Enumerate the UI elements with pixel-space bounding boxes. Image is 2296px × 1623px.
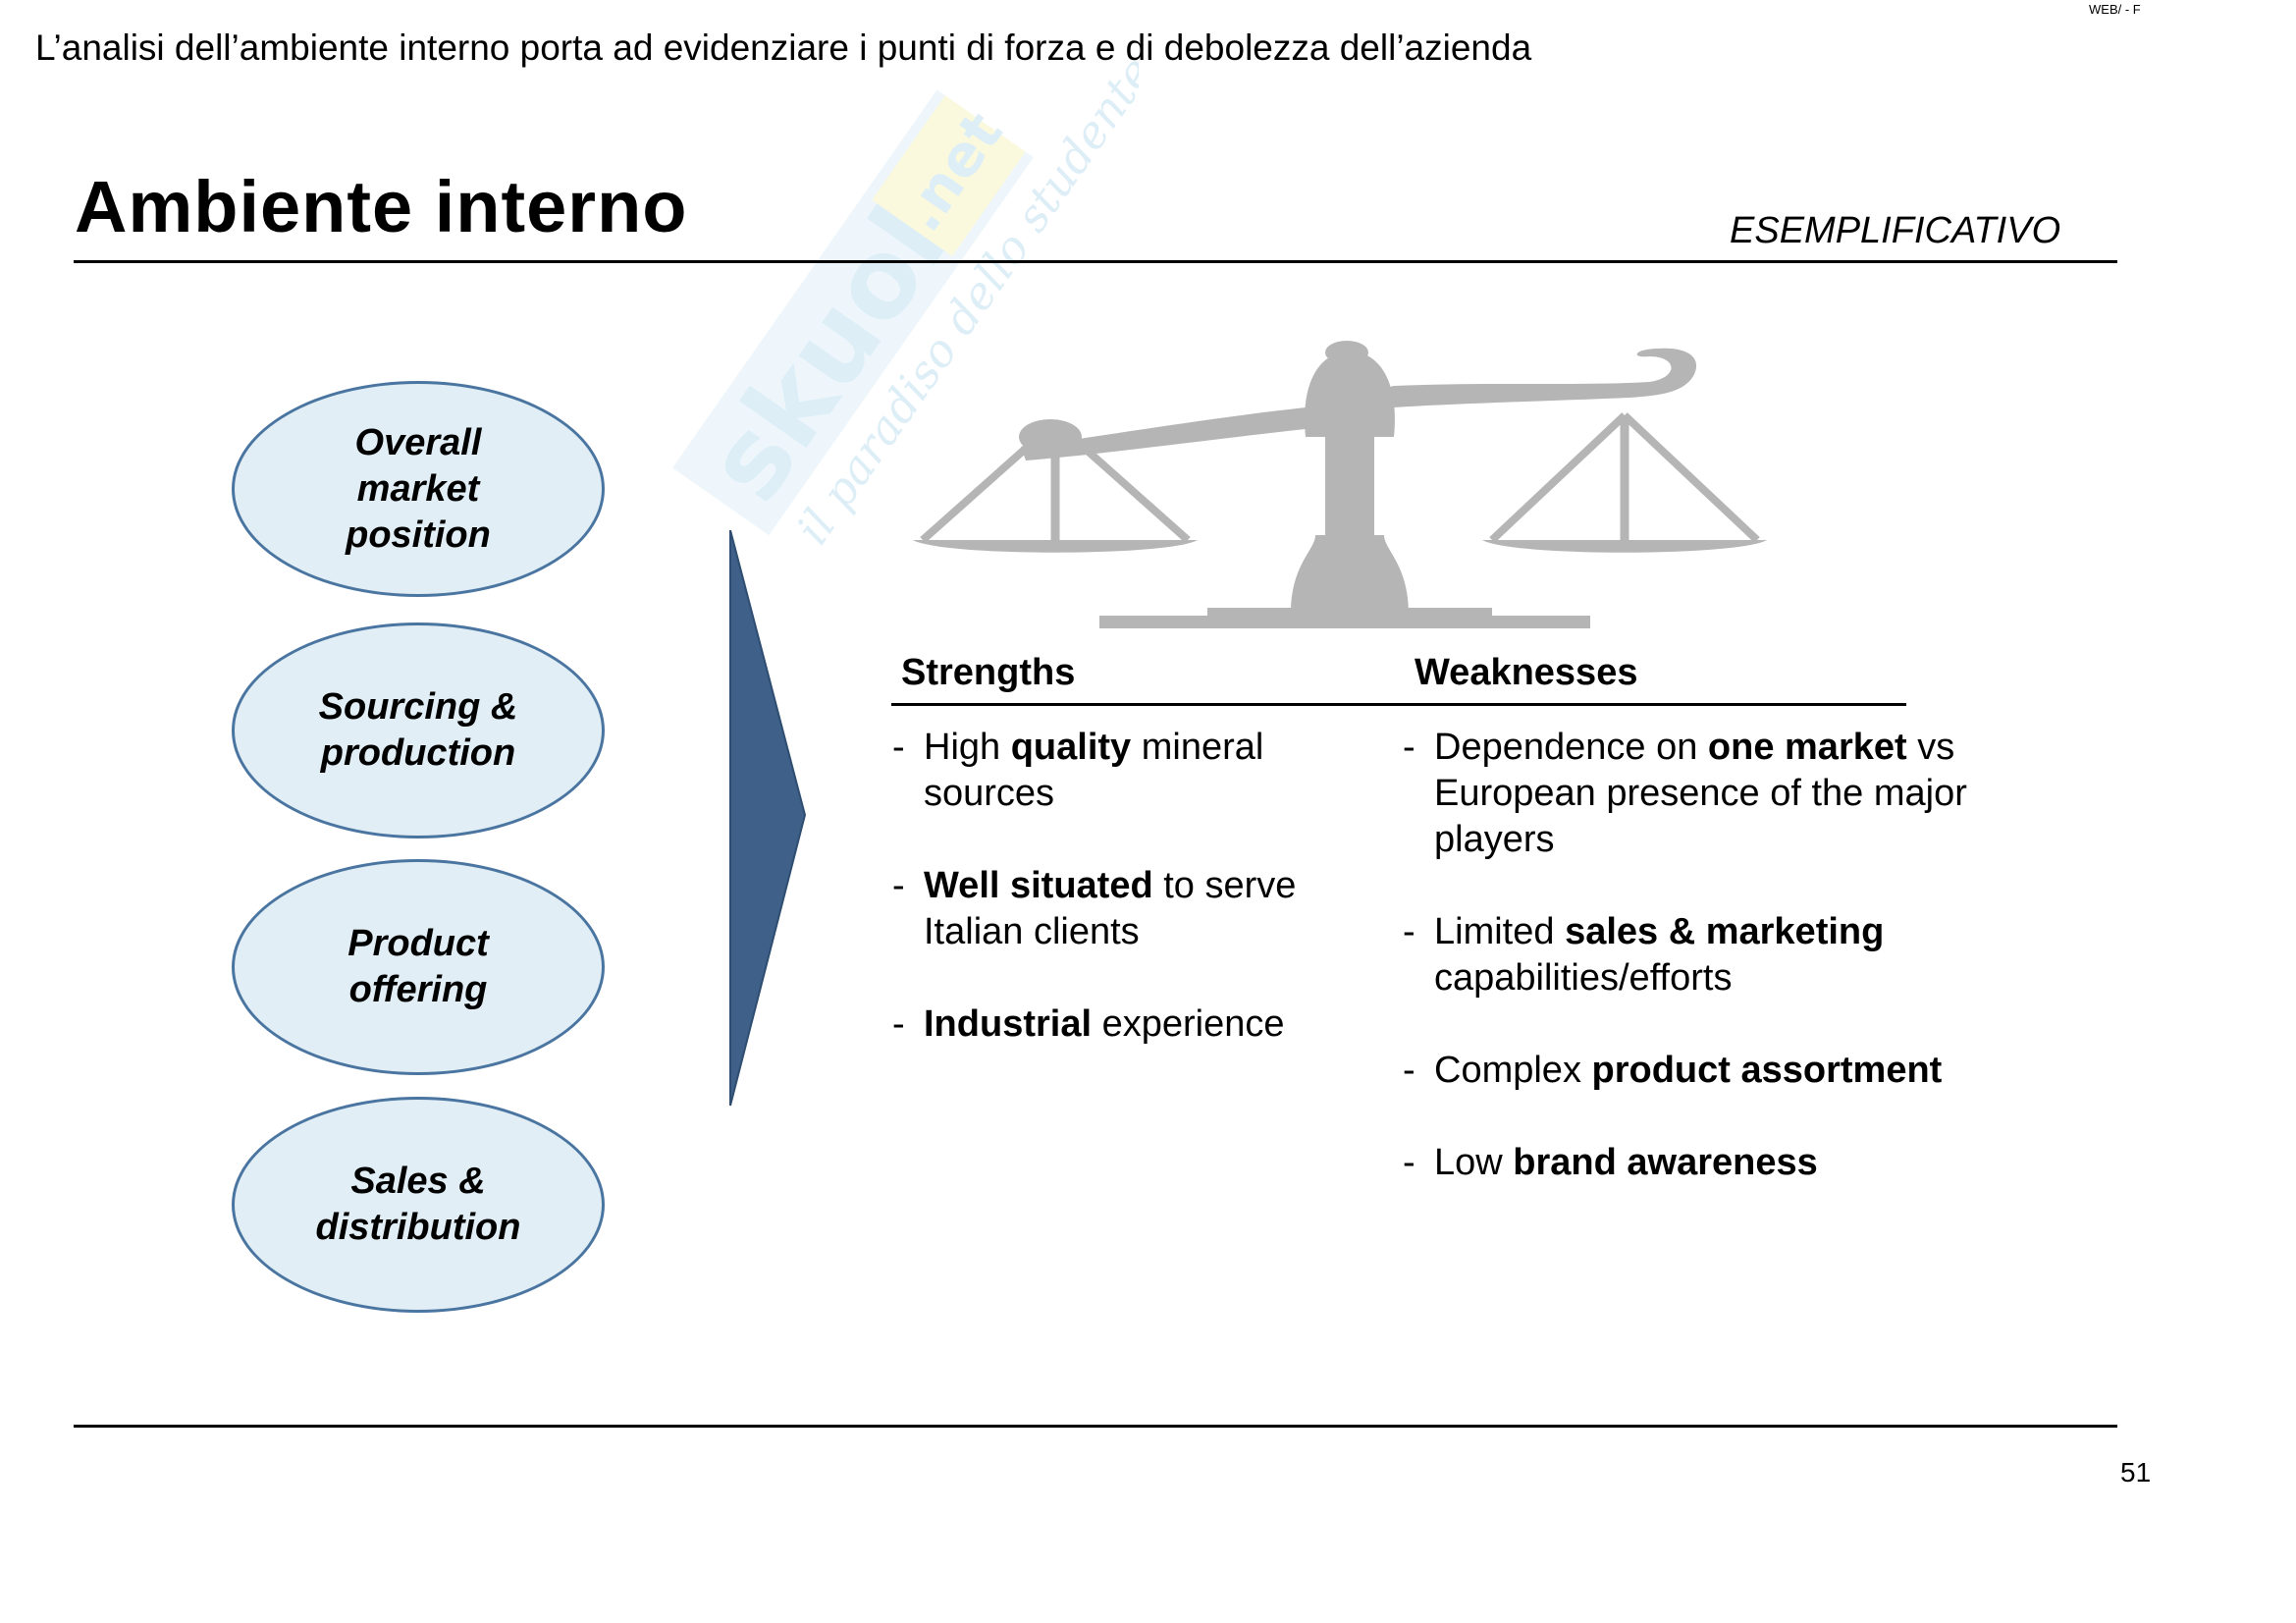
item-text: High bbox=[924, 727, 1011, 768]
slide-title: Ambiente interno bbox=[75, 165, 687, 248]
factor-label: Product offering bbox=[347, 921, 489, 1013]
top-divider bbox=[74, 260, 2117, 263]
factor-label: Sales & distribution bbox=[316, 1159, 521, 1251]
header-underline bbox=[891, 703, 1906, 706]
item-emphasis: sales & marketing bbox=[1565, 911, 1884, 952]
weakness-item: Dependence on one market vs European pre… bbox=[1403, 725, 2011, 863]
strength-item: Well situated to serve Italian clients bbox=[892, 863, 1354, 955]
item-emphasis: Industrial bbox=[924, 1003, 1092, 1045]
weakness-item: Limited sales & marketing capabilities/e… bbox=[1403, 909, 2011, 1001]
page-number: 51 bbox=[2120, 1457, 2151, 1488]
factor-product-offering: Product offering bbox=[232, 859, 605, 1075]
factor-label: Sourcing & production bbox=[319, 684, 518, 777]
item-emphasis: one market bbox=[1708, 727, 1907, 768]
factor-sourcing-production: Sourcing & production bbox=[232, 622, 605, 839]
item-text: Low bbox=[1434, 1142, 1513, 1183]
item-emphasis: Well situated bbox=[924, 865, 1153, 906]
weaknesses-list: Dependence on one market vs European pre… bbox=[1403, 725, 2011, 1232]
slide-tag: ESEMPLIFICATIVO bbox=[1730, 210, 2060, 252]
item-text: experience bbox=[1092, 1003, 1284, 1045]
corner-code: WEB/ - F bbox=[2089, 2, 2141, 17]
weakness-item: Complex product assortment bbox=[1403, 1048, 2011, 1094]
item-emphasis: product assortment bbox=[1592, 1050, 1943, 1091]
strength-item: High quality mineral sources bbox=[892, 725, 1354, 817]
bottom-divider bbox=[74, 1425, 2117, 1428]
strengths-list: High quality mineral sources Well situat… bbox=[892, 725, 1354, 1094]
item-emphasis: quality bbox=[1011, 727, 1131, 768]
balance-scale-icon bbox=[903, 339, 1787, 633]
factor-label: Overall market position bbox=[346, 420, 491, 559]
item-text: capabilities/efforts bbox=[1434, 957, 1732, 999]
factor-market-position: Overall market position bbox=[232, 381, 605, 597]
strength-item: Industrial experience bbox=[892, 1001, 1354, 1048]
factor-sales-distribution: Sales & distribution bbox=[232, 1097, 605, 1313]
item-text: Limited bbox=[1434, 911, 1565, 952]
strengths-header: Strengths bbox=[901, 652, 1075, 694]
item-text: Complex bbox=[1434, 1050, 1592, 1091]
item-text: Dependence on bbox=[1434, 727, 1708, 768]
item-emphasis: brand awareness bbox=[1513, 1142, 1817, 1183]
chevron-arrow-icon bbox=[726, 530, 807, 1109]
weakness-item: Low brand awareness bbox=[1403, 1140, 2011, 1186]
weaknesses-header: Weaknesses bbox=[1415, 652, 1637, 694]
